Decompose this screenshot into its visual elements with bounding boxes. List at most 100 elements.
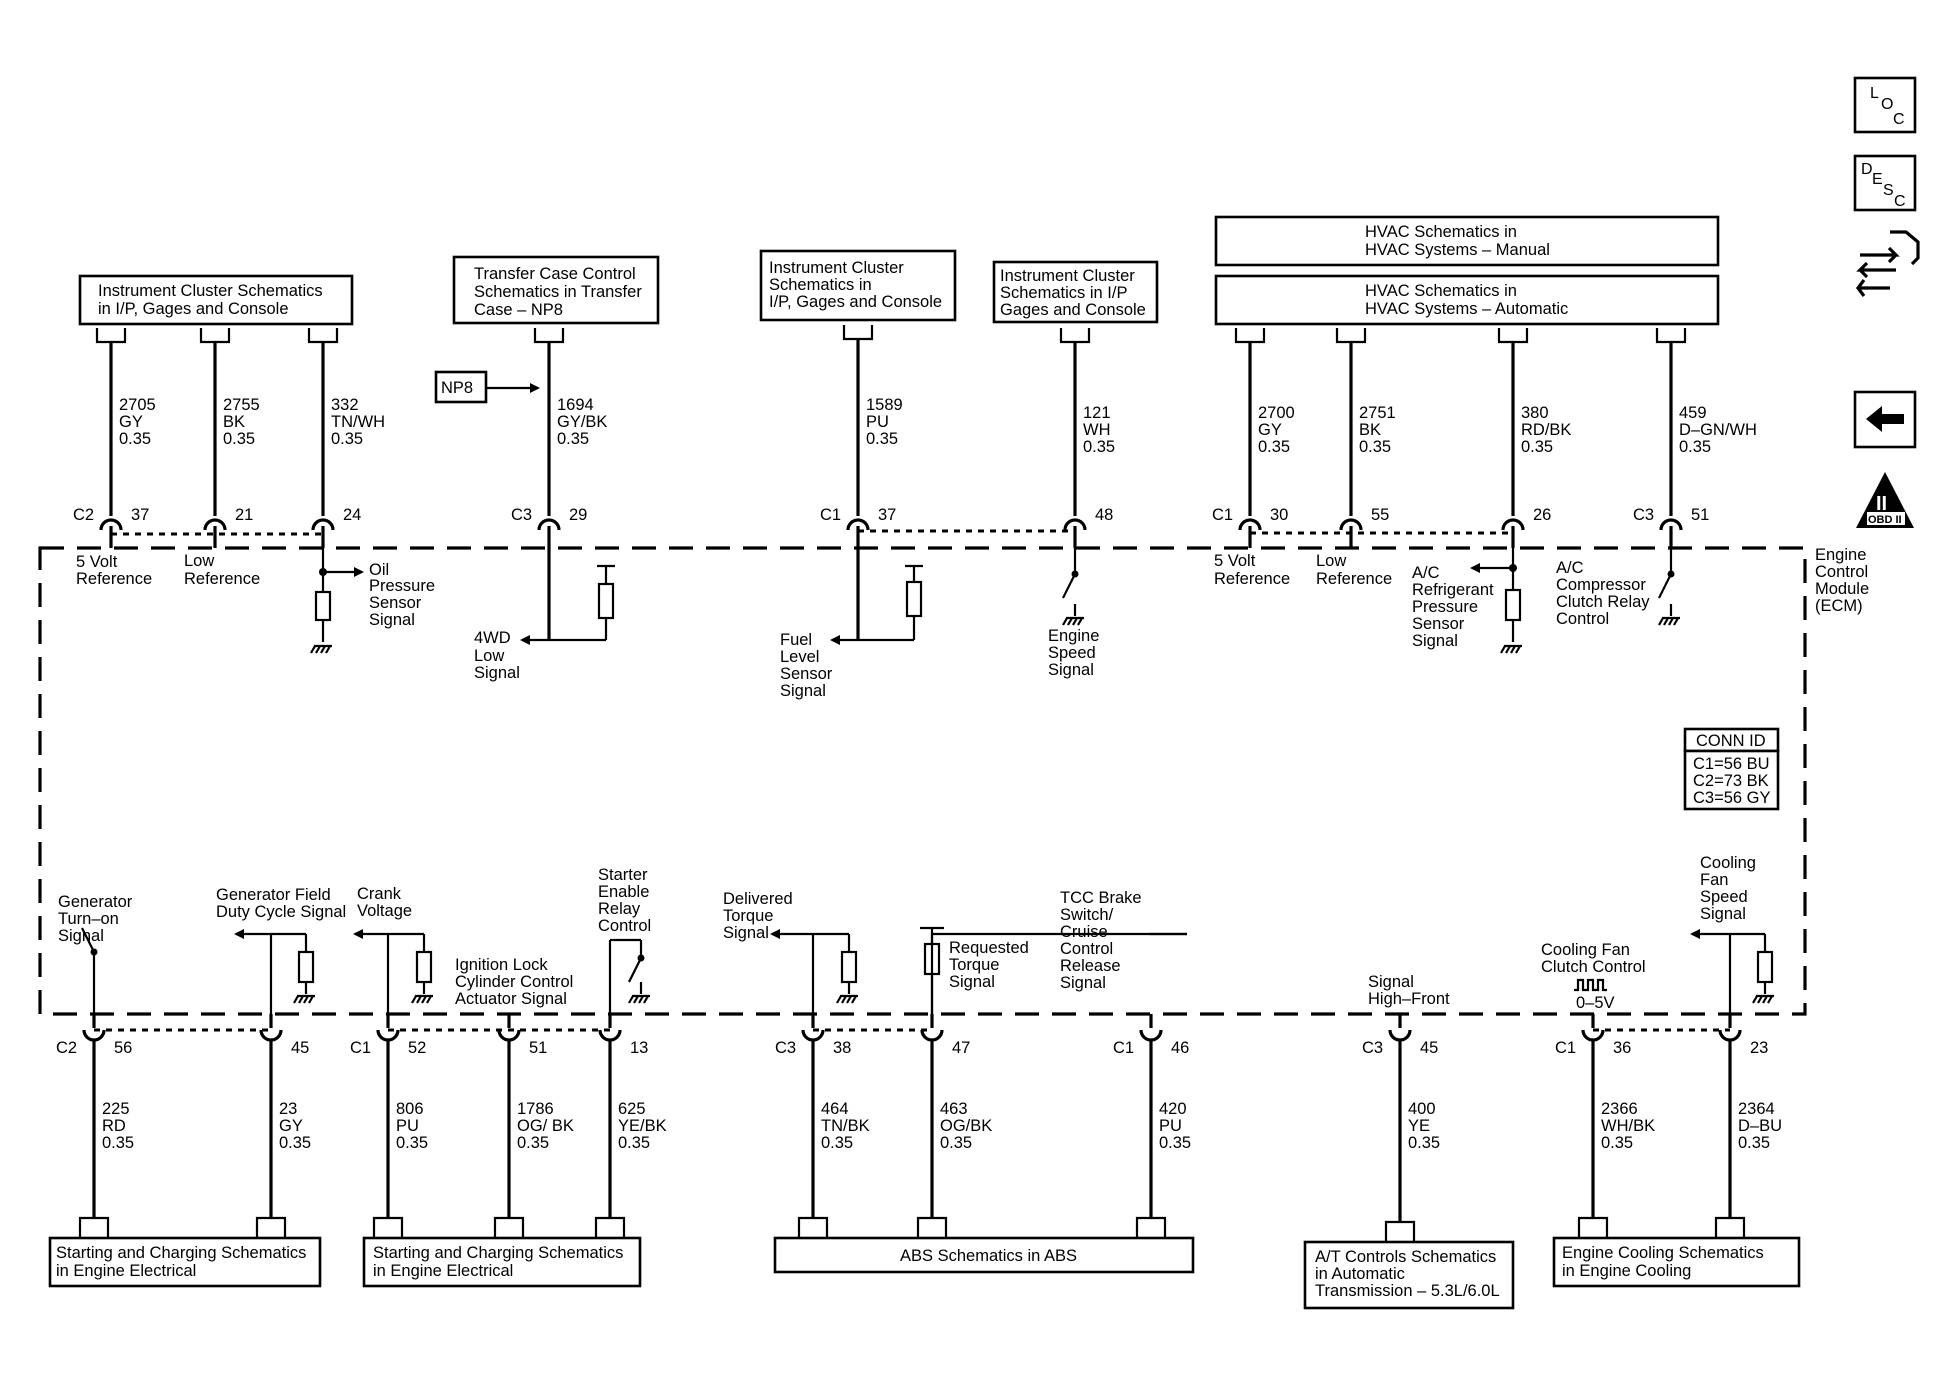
svg-text:Transmission – 5.3L/6.0L: Transmission – 5.3L/6.0L: [1315, 1282, 1500, 1300]
svg-text:Sensor: Sensor: [780, 665, 833, 683]
wire-id-text: 0.35: [517, 1134, 549, 1152]
svg-text:Module: Module: [1815, 580, 1869, 598]
desc-button[interactable]: D E S C: [1853, 154, 1917, 212]
resistor-symbol: [314, 590, 332, 622]
wire-id-text: RD: [102, 1117, 126, 1135]
pin-number: 56: [114, 1039, 132, 1057]
svg-text:Crank: Crank: [357, 885, 402, 903]
wire-id-text: 2755: [223, 396, 260, 414]
svg-text:TCC Brake: TCC Brake: [1060, 889, 1142, 907]
connector-id: C3: [511, 506, 532, 524]
svg-text:Oil: Oil: [369, 561, 389, 579]
svg-text:Cruise: Cruise: [1060, 923, 1108, 941]
pin-number: 37: [878, 506, 896, 524]
wire-id-text: 0.35: [1601, 1134, 1633, 1152]
svg-text:Clutch Control: Clutch Control: [1541, 958, 1646, 976]
back-arrow-button[interactable]: [1853, 390, 1917, 449]
wire-id-text: GY: [119, 413, 143, 431]
loc-button[interactable]: L O C: [1853, 76, 1917, 134]
ground-symbol: [1752, 994, 1774, 1004]
wire-id-text: TN/WH: [331, 413, 385, 431]
connector-links: [94, 529, 1730, 1032]
wire-id-text: 0.35: [119, 430, 151, 448]
bottom-box-at-controls[interactable]: A/T Controls Schematics in Automatic Tra…: [1303, 1240, 1515, 1310]
svg-text:HVAC Systems – Manual: HVAC Systems – Manual: [1365, 241, 1550, 259]
pin-number: 45: [1420, 1039, 1438, 1057]
svg-text:Cooling Fan: Cooling Fan: [1541, 941, 1630, 959]
top-box-instrument-cluster-1[interactable]: Instrument Cluster Schematics in I/P, Ga…: [78, 274, 354, 326]
pin-number: 21: [235, 506, 253, 524]
connector-id: C1: [1113, 1039, 1134, 1057]
resistor-symbol: [840, 950, 858, 984]
wire-id-text: 0.35: [1521, 438, 1553, 456]
pin-number: 51: [529, 1039, 547, 1057]
ecm-boundary: [38, 546, 1807, 1016]
conn-id-box: CONN ID C1=56 BU C2=73 BK C3=56 GY: [1683, 727, 1780, 811]
svg-text:Transfer Case Control: Transfer Case Control: [474, 265, 636, 283]
svg-text:Speed: Speed: [1700, 888, 1748, 906]
svg-text:ABS Schematics in ABS: ABS Schematics in ABS: [900, 1247, 1077, 1265]
top-box-instrument-cluster-2[interactable]: Instrument Cluster Schematics in I/P, Ga…: [759, 249, 957, 322]
svg-text:Fuel: Fuel: [780, 631, 812, 649]
svg-text:C3=56 GY: C3=56 GY: [1693, 789, 1771, 807]
wire-id-text: 0.35: [1738, 1134, 1770, 1152]
svg-text:Sensor: Sensor: [369, 594, 422, 612]
wire-id-text: TN/BK: [821, 1117, 870, 1135]
wire-id-text: 225: [102, 1100, 130, 1118]
svg-text:E: E: [1872, 171, 1883, 188]
svg-text:Refrigerant: Refrigerant: [1412, 581, 1494, 599]
svg-text:Requested: Requested: [949, 939, 1029, 957]
svg-text:Signal: Signal: [1060, 974, 1106, 992]
svg-text:Starter: Starter: [598, 866, 648, 884]
wire-id-text: 2705: [119, 396, 156, 414]
switch-symbol: [1062, 570, 1079, 599]
svg-text:Instrument Cluster: Instrument Cluster: [1000, 267, 1135, 285]
ground-symbol: [1500, 644, 1522, 654]
wire-id-text: 1786: [517, 1100, 554, 1118]
svg-text:Enable: Enable: [598, 883, 649, 901]
pin-number: 13: [630, 1039, 648, 1057]
bottom-box-starting-charging-2[interactable]: Starting and Charging Schematics in Engi…: [362, 1236, 642, 1288]
bottom-box-engine-cooling[interactable]: Engine Cooling Schematics in Engine Cool…: [1552, 1236, 1801, 1288]
top-box-hvac-automatic[interactable]: HVAC Schematics in HVAC Systems – Automa…: [1214, 274, 1720, 326]
connector-id: C1: [1212, 506, 1233, 524]
wire-id-text: 806: [396, 1100, 424, 1118]
svg-text:Turn–on: Turn–on: [58, 910, 119, 928]
ecm-signal-labels-top: 5 Volt Reference Low Reference Oil Press…: [76, 552, 1650, 700]
svg-text:S: S: [1883, 182, 1894, 199]
wire-id-text: 1694: [557, 396, 594, 414]
bottom-box-abs[interactable]: ABS Schematics in ABS: [773, 1236, 1195, 1274]
wire-id-text: 0.35: [618, 1134, 650, 1152]
resistor-symbol: [905, 580, 923, 618]
svg-text:Clutch Relay: Clutch Relay: [1556, 593, 1650, 611]
connector-wrench-icon[interactable]: [1856, 230, 1920, 297]
svg-text:HVAC Schematics in: HVAC Schematics in: [1365, 282, 1517, 300]
svg-text:Signal: Signal: [1048, 661, 1094, 679]
top-box-transfer-case[interactable]: Transfer Case Control Schematics in Tran…: [452, 255, 660, 325]
svg-text:Control: Control: [598, 917, 651, 935]
connector-id: C3: [1362, 1039, 1383, 1057]
svg-text:Signal: Signal: [1368, 973, 1414, 991]
wire-id-text: 0.35: [1258, 438, 1290, 456]
top-box-instrument-cluster-3[interactable]: Instrument Cluster Schematics in I/P Gag…: [992, 260, 1159, 324]
ground-symbol: [310, 644, 332, 654]
svg-text:HVAC Schematics in: HVAC Schematics in: [1365, 223, 1517, 241]
connector-id: C3: [775, 1039, 796, 1057]
ground-symbol: [293, 994, 315, 1004]
svg-text:Low: Low: [474, 647, 504, 665]
top-box-hvac-manual[interactable]: HVAC Schematics in HVAC Systems – Manual: [1214, 215, 1720, 267]
bottom-box-starting-charging-1[interactable]: Starting and Charging Schematics in Engi…: [48, 1236, 322, 1288]
connector-id: C2: [56, 1039, 77, 1057]
